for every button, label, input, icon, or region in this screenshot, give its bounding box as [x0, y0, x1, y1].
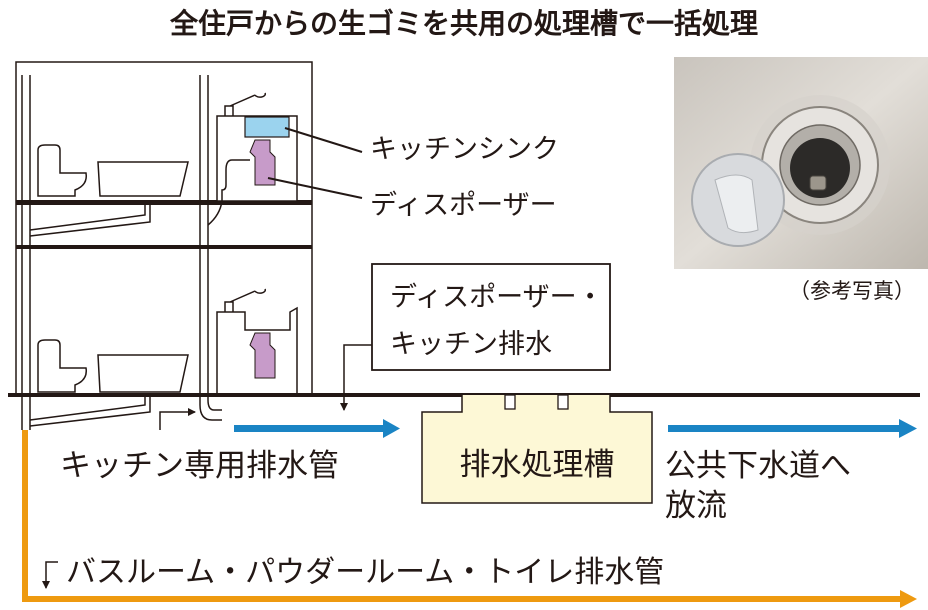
callout-arrow: [340, 344, 372, 411]
bathtub-lower: [97, 354, 189, 393]
photo-caption: （参考写真）: [789, 279, 915, 303]
page-title: 全住戸からの生ゴミを共用の処理槽で一括処理: [169, 7, 758, 40]
blue-flow-arrow-2: [668, 419, 917, 438]
tank-label: 排水処理槽: [460, 447, 615, 483]
kitchen-pipe-label: キッチン専用排水管: [60, 448, 339, 484]
faucet-icon: [224, 92, 266, 116]
disposer-leader-line: [267, 177, 363, 199]
callout-line2: キッチン排水: [390, 329, 552, 360]
upper-floor-slab: [16, 200, 312, 205]
callout-box: [371, 263, 611, 371]
kitchen-pipe-arrow: [159, 408, 196, 430]
bathtub-upper: [97, 161, 189, 197]
orange-flow-arrow: [22, 430, 917, 608]
left-drain-stack: [21, 75, 31, 430]
disposer-lower: [249, 332, 276, 379]
label-kitchen-sink: キッチンシンク: [370, 134, 559, 165]
blue-flow-arrow-1: [234, 419, 400, 438]
bath-pipe-arrow: [42, 561, 58, 589]
sink-leader-line: [284, 127, 363, 153]
sewer-label-line1: 公共下水道へ: [665, 448, 851, 484]
building-cross-section: [15, 61, 313, 430]
toilet-lower: [37, 339, 88, 393]
sewer-label-line2: 放流: [665, 488, 727, 524]
disposer-upper: [249, 139, 276, 186]
kitchen-sink-upper: [244, 116, 290, 138]
kitchen-drain-stack: [199, 75, 222, 421]
middle-floor-slab: [16, 245, 312, 249]
bath-pipe-label: バスルーム・パウダールーム・トイレ排水管: [66, 555, 664, 590]
reference-photo: [674, 57, 928, 269]
callout-line1: ディスポーザー・: [390, 282, 604, 313]
label-disposer: ディスポーザー: [370, 190, 557, 221]
treatment-tank: [421, 394, 653, 504]
toilet-upper: [37, 144, 88, 197]
